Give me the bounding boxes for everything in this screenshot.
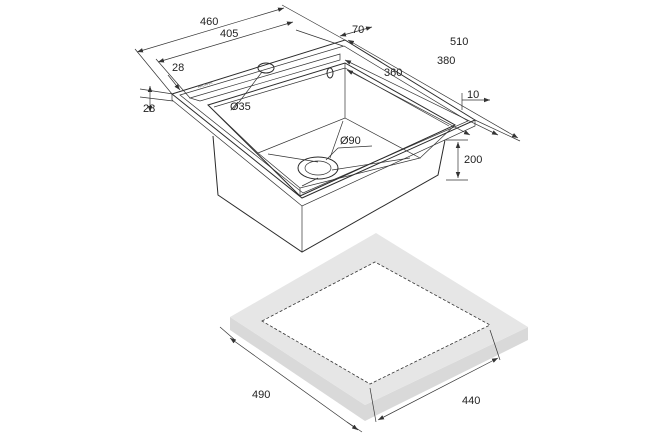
dim-200-label: 200 [464, 154, 482, 166]
dim-405-line [157, 21, 294, 63]
cutout-frame [230, 233, 528, 421]
dim-440-label: 440 [462, 395, 480, 407]
dim-460-ext-left [134, 48, 173, 95]
dim-28-side-ext-a [139, 88, 174, 95]
dim-28-top-line [167, 74, 181, 91]
dim-440-ext-b [489, 329, 501, 361]
sink-skirt [212, 135, 446, 253]
frame-dimensions: 490 440 [219, 326, 501, 433]
dim-70-label: 70 [352, 24, 364, 36]
dim-70-leader [295, 29, 344, 47]
dim-440-ext-a [369, 387, 377, 423]
dim-490-line [229, 337, 359, 431]
dim-drain-underline [337, 145, 373, 149]
dim-490-ext-a [219, 326, 236, 341]
dim-490-label: 490 [252, 389, 270, 401]
dim-405-label: 405 [220, 28, 238, 40]
dim-405-ext [155, 58, 191, 99]
dim-510-ext [474, 119, 521, 142]
faucet-hole-icon [257, 62, 275, 74]
dim-460-line [136, 7, 285, 53]
bowl-bevel [213, 67, 450, 127]
overflow-hole-icon [326, 67, 334, 79]
bowl-right-edge [419, 124, 456, 159]
dim-440-line [377, 357, 499, 421]
sink-deck [188, 53, 341, 102]
dim-460-ext-right [281, 4, 346, 41]
sink-dimensions: 460 405 70 510 380 360 28 28 10 Ø35 [134, 4, 521, 181]
dim-drain-label: Ø90 [340, 135, 361, 147]
dim-510-line [347, 39, 519, 139]
dim-hole-label: Ø35 [230, 101, 251, 113]
dim-28-side-ext-b [139, 96, 174, 102]
dim-28-top-label: 28 [172, 62, 184, 74]
dim-28-side-label: 28 [143, 103, 155, 115]
drain-ring-icon [297, 156, 339, 180]
bowl-left-edge [207, 104, 259, 154]
dim-510-label: 510 [450, 36, 468, 48]
dim-70-line [339, 26, 373, 37]
dim-drain-leader [325, 147, 339, 161]
dim-360-line [346, 69, 471, 136]
dim-380-label: 380 [437, 55, 455, 67]
drain-grooves [267, 120, 411, 187]
sink-body: ARCHIVE [170, 39, 477, 253]
dim-360-label: 360 [384, 67, 402, 79]
dim-460-label: 460 [200, 16, 218, 28]
dim-10-label: 10 [467, 89, 479, 101]
dim-hole-leader [232, 71, 263, 111]
sink-logo: ARCHIVE [197, 80, 214, 89]
drain-hole [304, 160, 332, 176]
